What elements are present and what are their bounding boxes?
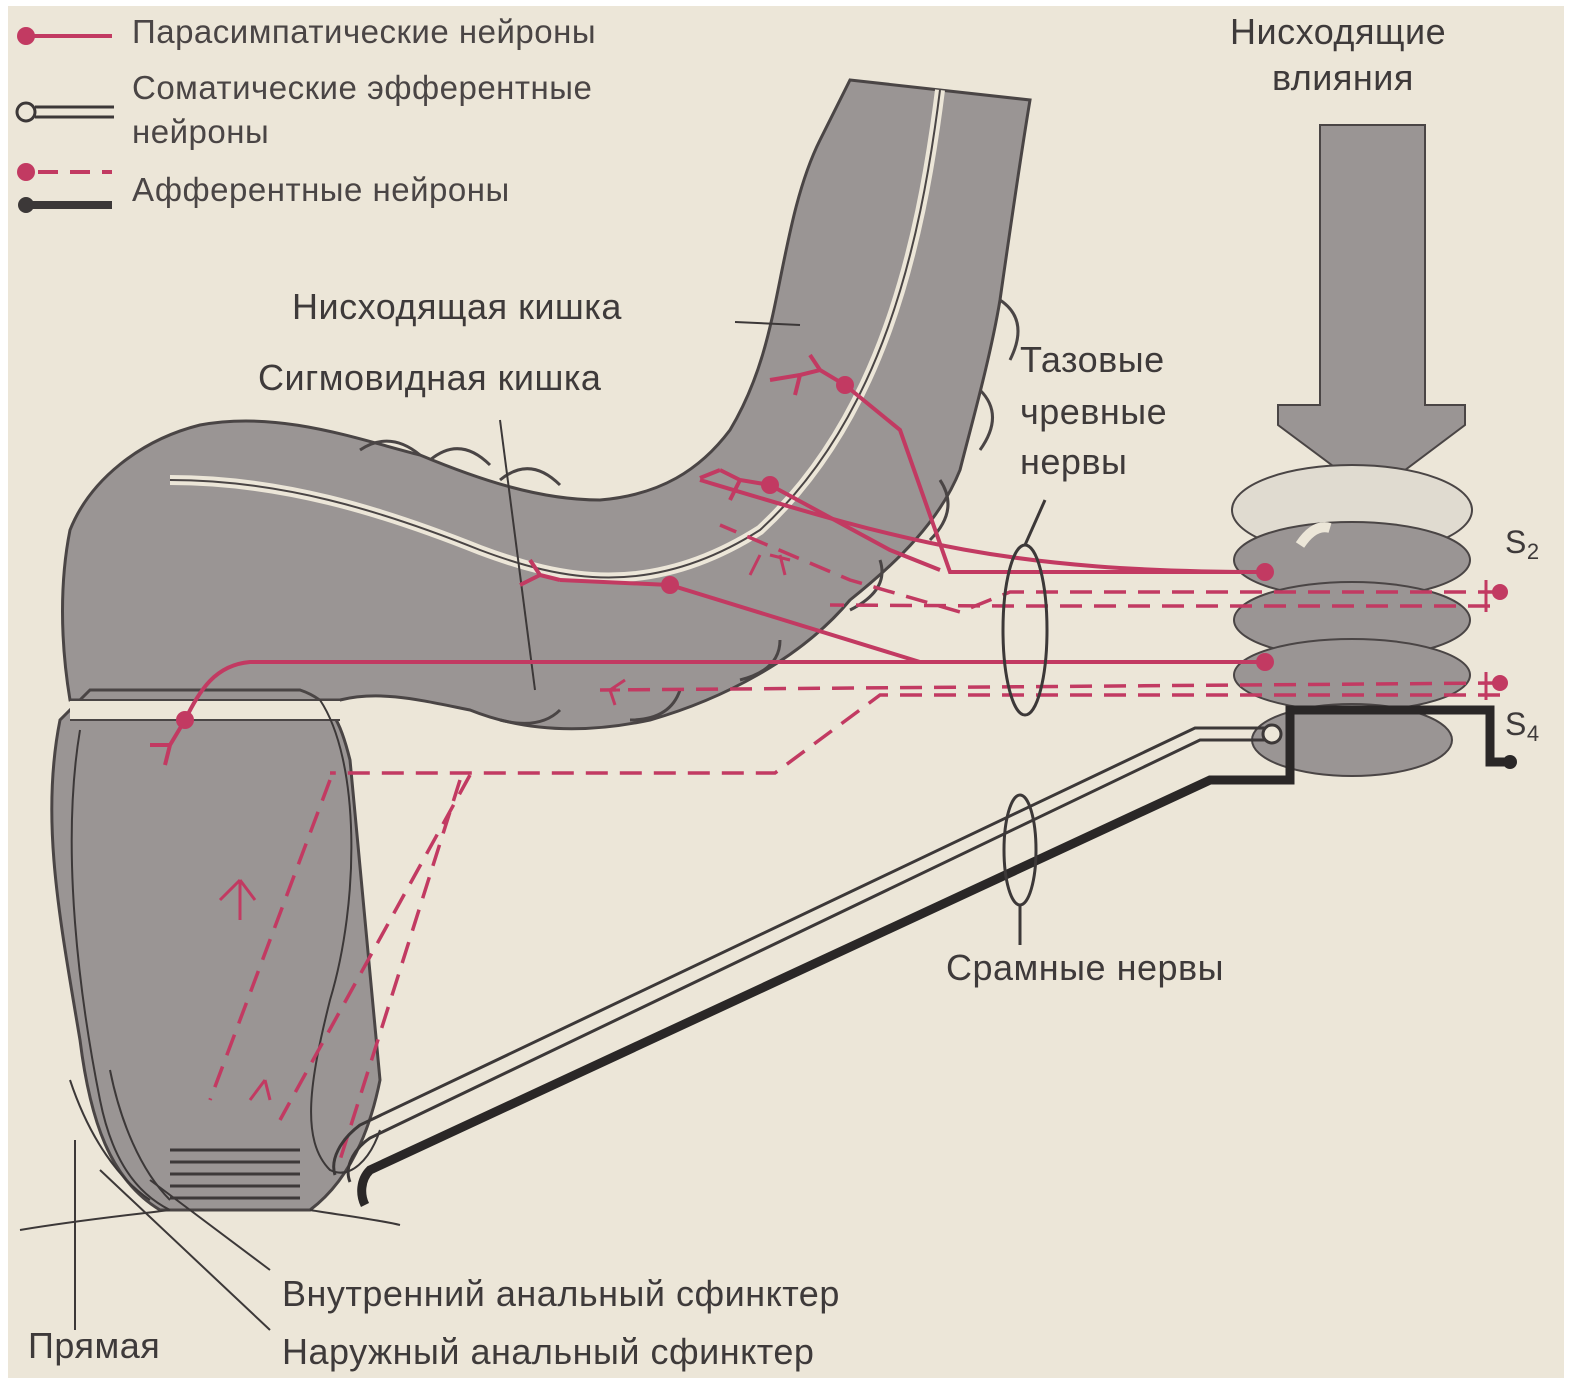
label-segment-s2: S2 [1505,522,1540,572]
label-segment-s4: S4 [1505,704,1540,754]
label-pelvic-nerves-2: чревные [1020,392,1167,432]
label-rectum: Прямая [28,1326,160,1366]
label-segment-s2-number: 2 [1527,539,1540,564]
label-descending-colon: Нисходящая кишка [292,287,622,327]
legend-symbols [17,27,114,213]
label-descending-influences-1: Нисходящие [1230,12,1446,52]
label-pelvic-nerves-3: нервы [1020,442,1127,482]
label-segment-s4-number: 4 [1527,721,1540,746]
legend-somatic-symbol [17,103,114,121]
spinal-cord [1232,125,1472,776]
legend-label-somatic-line1: Соматические эфферентные [132,66,592,110]
legend-label-afferent: Афферентные нейроны [132,168,510,212]
legend-afferent-symbol [17,163,112,213]
label-pudendal-nerves: Срамные нервы [946,948,1224,988]
label-segment-s2-letter: S [1505,524,1527,560]
legend-parasympathetic-symbol [17,27,112,45]
spinal-segment-s4 [1252,704,1452,776]
label-pelvic-nerves-1: Тазовые [1020,340,1165,380]
spinal-segment-s2 [1234,522,1470,658]
legend-label-somatic-line2: нейроны [132,110,269,154]
rectum-wall [52,690,380,1210]
label-internal-anal-sphincter: Внутренний анальный сфинктер [282,1274,840,1314]
somatic-pathways [334,710,1517,1205]
label-external-anal-sphincter: Наружный анальный сфинктер [282,1332,814,1372]
label-descending-influences-2: влияния [1272,58,1414,98]
label-segment-s4-letter: S [1505,706,1527,742]
legend-label-parasympathetic: Парасимпатические нейроны [132,10,596,54]
label-sigmoid-colon: Сигмовидная кишка [258,358,601,398]
descending-influences-arrow [1278,125,1465,495]
